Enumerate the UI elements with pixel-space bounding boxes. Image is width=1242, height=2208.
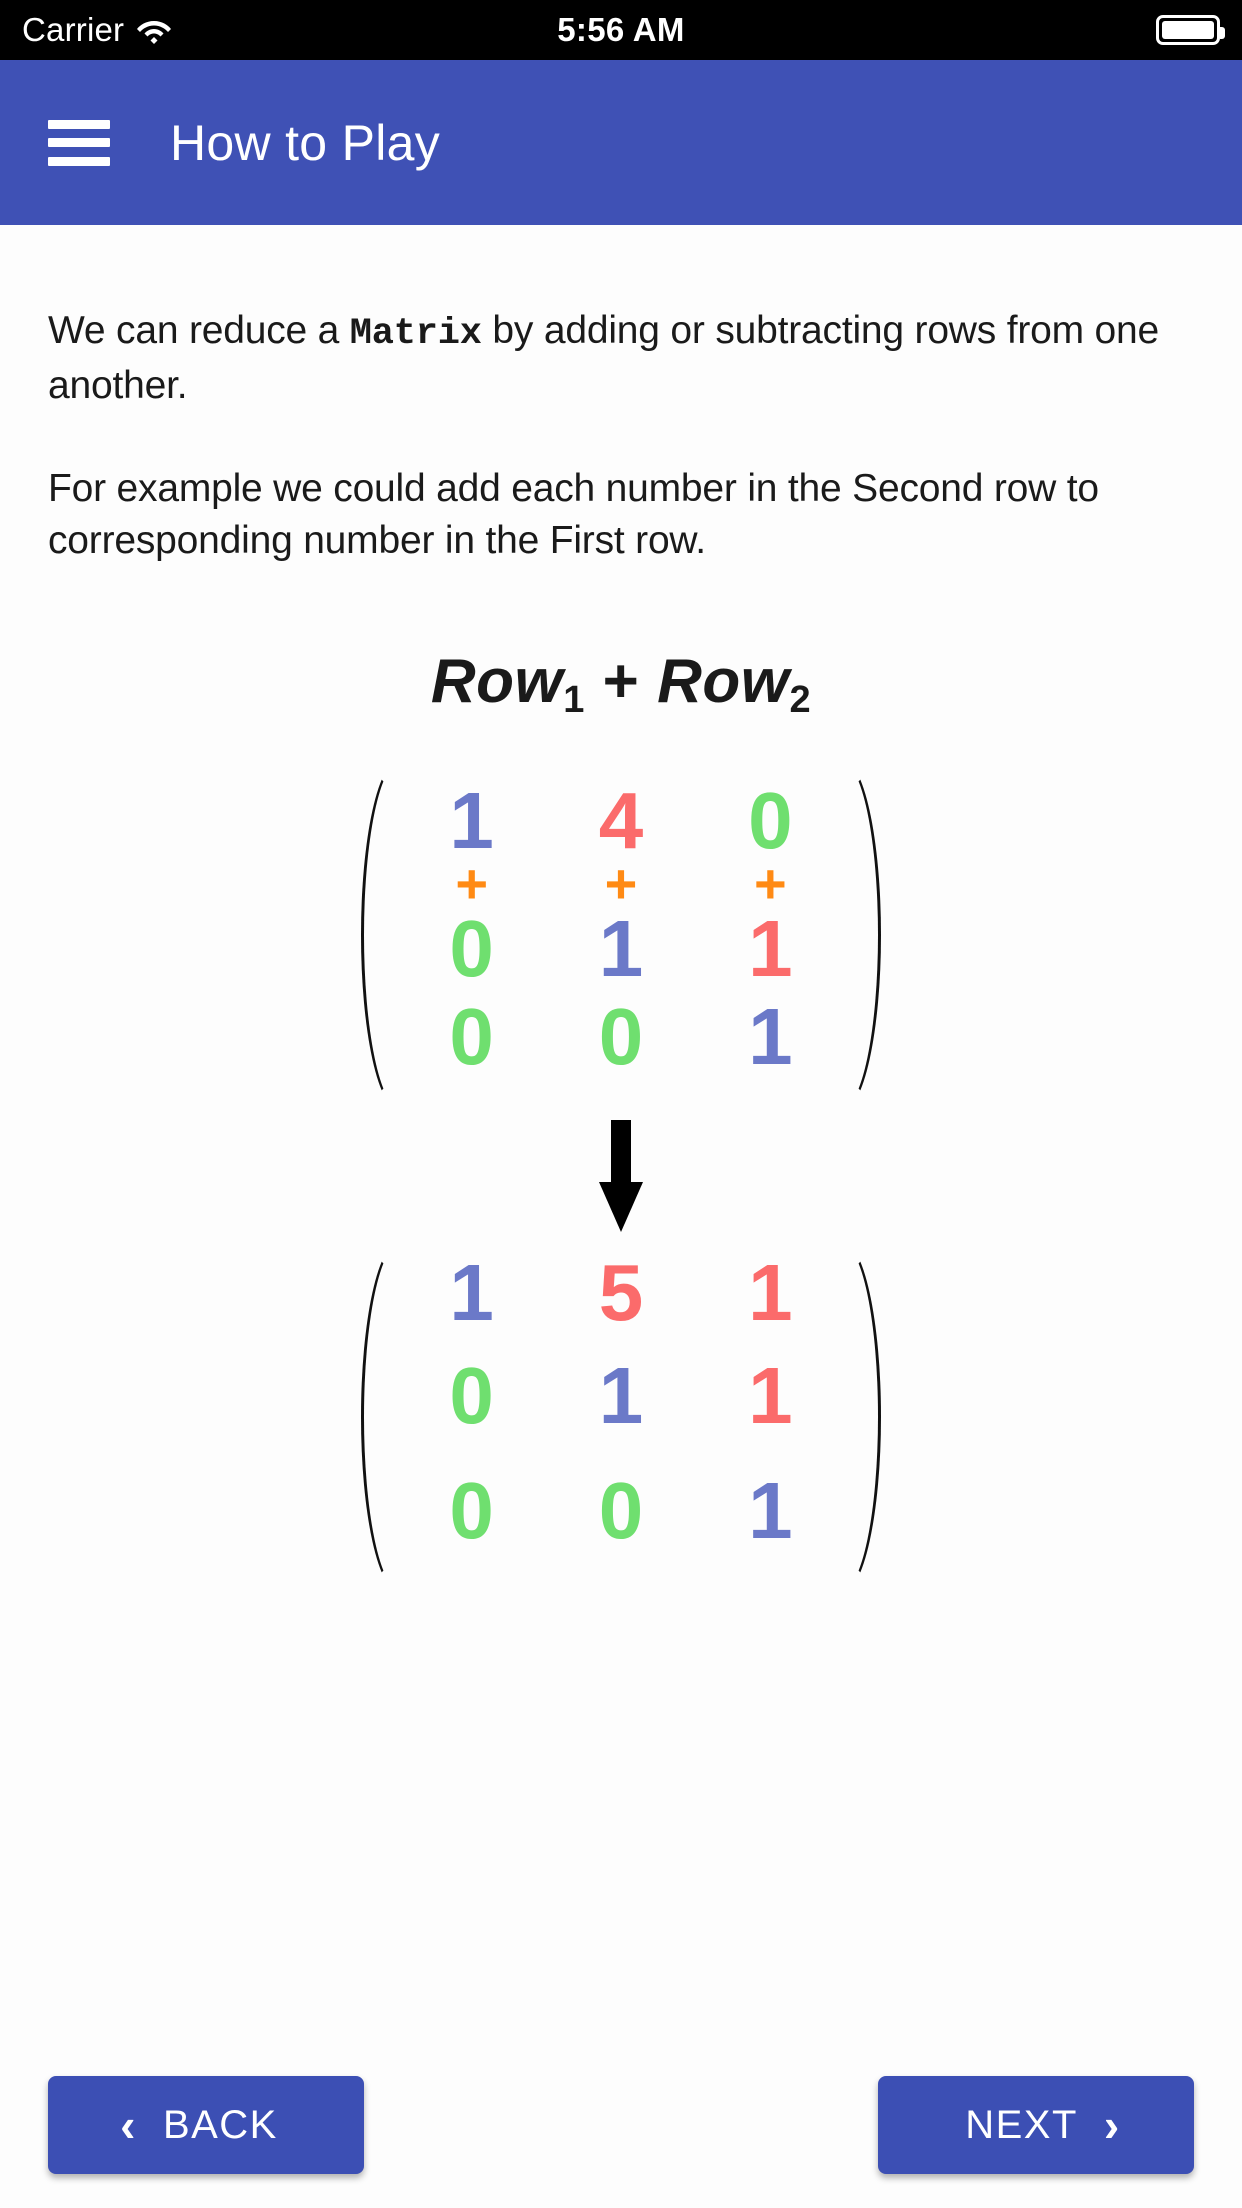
back-button-label: BACK [162,2102,278,2147]
result-value-r2c2: 1 [598,1350,644,1440]
arrow-container [0,1117,1242,1235]
footer-navigation: ‹ BACK NEXT › [0,2028,1242,2208]
paragraph-keyword-matrix: Matrix [349,313,482,355]
arrow-shaft [611,1119,631,1190]
hamburger-bar-3 [48,156,110,166]
result-cell-r3c3: 1 [696,1465,845,1586]
next-button-label: NEXT [965,2102,1078,2147]
result-value-r3c2: 0 [598,1465,644,1555]
right-paren-result [845,1240,881,1593]
result-value-r1c1: 1 [449,1247,494,1337]
left-paren-result [361,1240,397,1593]
source-matrix-grid: 1 + 4 + 0 + 0 1 1 0 [397,759,845,1111]
source-value-r2c1: 0 [449,904,494,994]
result-value-r1c3: 1 [748,1247,793,1337]
result-value-r2c3: 1 [748,1350,793,1440]
source-value-r3c1: 0 [449,992,494,1082]
result-cell-r2c1: 0 [397,1350,546,1471]
source-matrix: 1 + 4 + 0 + 0 1 1 0 [361,758,881,1111]
arrow-head [599,1181,643,1232]
result-cell-r3c1: 0 [397,1465,546,1586]
status-bar-time: 5:56 AM [557,11,685,48]
status-bar-left: Carrier [22,11,172,49]
source-value-r3c3: 1 [748,992,793,1082]
paragraph-intro-part2: by adding or subtracting rows from one a… [48,309,1160,407]
source-cell-r2c2: 1 [546,909,695,989]
result-cell-r1c2: 5 [546,1241,695,1356]
wifi-icon [136,16,172,44]
page-title: How to Play [170,114,441,171]
battery-full-icon [1156,15,1225,45]
source-cell-r3c2: 0 [546,989,695,1077]
source-operator-r1c3: + [753,851,787,915]
status-bar-right [1156,15,1225,45]
source-value-r2c3: 1 [748,904,793,994]
source-value-r1c3: 0 [748,775,793,865]
hamburger-bar-2 [48,138,110,147]
status-bar: Carrier 5:56 AM [0,0,1242,60]
result-value-r2c1: 0 [449,1350,494,1440]
hamburger-bar-1 [48,119,110,129]
source-cell-r1c3: 0 + [696,759,845,915]
source-cell-r1c2: 4 + [546,759,695,915]
equation-operator: + [584,646,658,716]
paragraph-intro-part1: We can reduce a [48,309,350,352]
source-cell-r1c1: 1 + [397,759,546,915]
equation-row-word-2: Row [657,646,790,716]
paragraph-intro: We can reduce a Matrix by adding or subt… [48,225,1194,413]
equation-subscript-1: 1 [563,678,585,721]
chevron-left-icon: ‹ [120,2099,137,2151]
result-cell-r2c2: 1 [546,1350,695,1471]
left-paren-source [361,758,397,1111]
source-cell-r3c1: 0 [397,989,546,1077]
result-cell-r1c3: 1 [696,1241,845,1356]
result-value-r3c1: 0 [449,1465,494,1555]
source-cell-r2c1: 0 [397,909,546,989]
result-cell-r1c1: 1 [397,1241,546,1356]
source-value-r1c2: 4 [598,775,644,865]
paragraph-example: For example we could add each number in … [48,466,1099,563]
source-cell-r3c3: 1 [696,989,845,1077]
source-value-r1c1: 1 [449,775,494,865]
carrier-label: Carrier [22,11,125,48]
back-button[interactable]: ‹ BACK [48,2076,364,2174]
result-value-r1c2: 5 [598,1247,644,1337]
equation-subscript-2: 2 [789,678,812,721]
result-cell-r3c2: 0 [546,1465,695,1586]
hamburger-menu-icon[interactable] [48,119,110,166]
equation-title: Row1 + Row2 [0,646,1242,721]
source-value-r2c2: 1 [598,904,644,994]
equation-row-word-1: Row [430,646,564,716]
right-paren-source [845,758,881,1111]
source-value-r3c2: 0 [598,992,644,1082]
result-matrix: 1 5 1 0 1 1 0 0 1 [361,1240,881,1593]
result-matrix-grid: 1 5 1 0 1 1 0 0 1 [397,1241,845,1593]
chevron-right-icon: › [1103,2099,1121,2151]
result-cell-r2c3: 1 [696,1350,845,1471]
result-value-r3c3: 1 [748,1465,793,1555]
source-operator-r1c1: + [455,851,489,915]
content-area: We can reduce a Matrix by adding or subt… [0,225,1242,2208]
source-cell-r2c3: 1 [696,909,845,989]
next-button[interactable]: NEXT › [878,2076,1194,2174]
source-operator-r1c2: + [604,851,638,915]
app-bar: How to Play [0,60,1242,225]
down-arrow-icon [599,1119,643,1232]
